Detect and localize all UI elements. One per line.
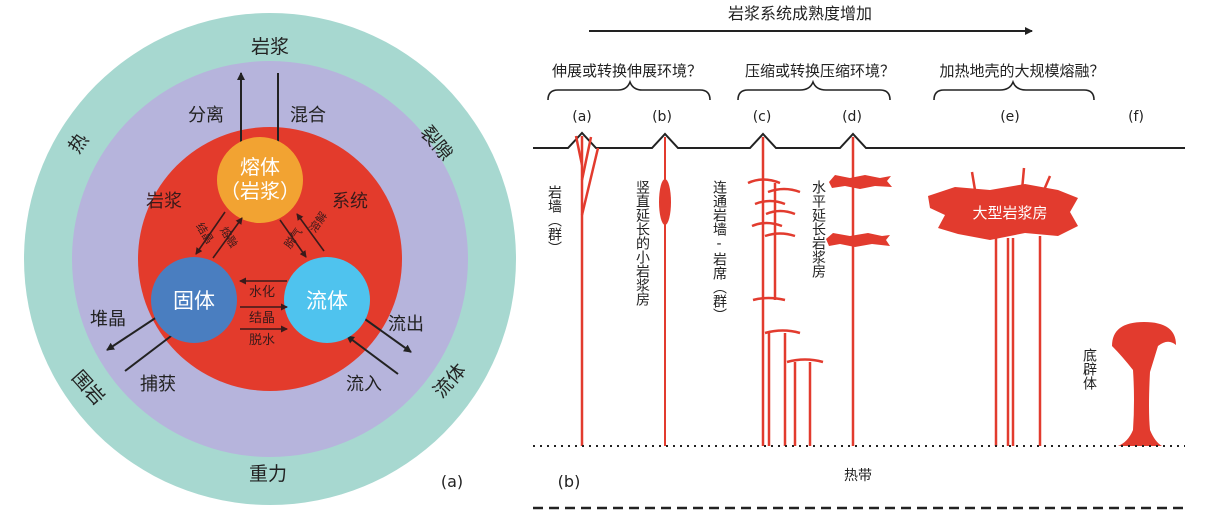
label-capture: 捕获 bbox=[140, 374, 176, 395]
label-flow-out: 流出 bbox=[388, 314, 424, 335]
solid-node-label: 固体 bbox=[173, 289, 215, 313]
arrow-solid-to-melt bbox=[212, 217, 243, 259]
group-label-compression: 压缩或转换压缩环境？ bbox=[745, 62, 895, 80]
brace-compression bbox=[737, 79, 891, 101]
case-label-c: (c) bbox=[753, 109, 772, 125]
brace-extension bbox=[547, 79, 711, 101]
label-crystallize-2: 结晶 bbox=[249, 311, 275, 326]
dyke-swarm bbox=[574, 135, 600, 446]
panel-a: 岩浆 重力 热 裂隙 围岩 流体 分离 混合 堆晶 捕获 流出 流入 岩浆 系统… bbox=[24, 13, 516, 505]
large-chamber-label: 大型岩浆房 bbox=[972, 204, 1047, 222]
arrow-melt-to-solid bbox=[195, 211, 226, 255]
group-label-extension: 伸展或转换伸展环境？ bbox=[552, 62, 702, 80]
label-system-inner: 系统 bbox=[332, 191, 368, 212]
label-dehydration: 脱水 bbox=[249, 333, 275, 348]
diapir bbox=[1112, 322, 1176, 446]
arrow-flow-in bbox=[346, 335, 399, 375]
fluid-node-label: 流体 bbox=[306, 289, 348, 313]
melt-node bbox=[217, 137, 303, 223]
arrow-crystal-accumulate bbox=[106, 314, 161, 351]
case-label-d: (d) bbox=[842, 109, 862, 125]
hot-zone-label: 热带 bbox=[844, 468, 872, 484]
group-label-crustal-melting: 加热地壳的大规模熔融？ bbox=[939, 62, 1104, 80]
label-magma-inner: 岩浆 bbox=[146, 191, 182, 212]
panel-b-label: (b) bbox=[558, 472, 581, 491]
diapir-label: 底辟体 bbox=[1081, 348, 1097, 390]
arrow-melt-to-fluid bbox=[279, 219, 307, 258]
case-label-b: (b) bbox=[652, 109, 672, 125]
dyke-sill-label: 连通岩墙-岩席（群） bbox=[711, 180, 727, 322]
horizontal-chamber-label: 水平延长岩浆房 bbox=[810, 180, 826, 278]
large-chamber-feeders bbox=[970, 167, 1052, 446]
dyke-swarm-label: 岩墙（群） bbox=[546, 185, 562, 255]
outer-label-magma: 岩浆 bbox=[251, 36, 289, 58]
horizontal-chamber-upper bbox=[829, 175, 892, 189]
large-chamber bbox=[928, 184, 1078, 240]
panel-b: 岩浆系统成熟度增加 伸展或转换伸展环境？ 压缩或转换压缩环境？ 加热地壳的大规模… bbox=[533, 4, 1185, 510]
melt-node-label-2: （岩浆） bbox=[220, 179, 300, 203]
label-hydration: 水化 bbox=[249, 285, 275, 300]
arrow-fluid-to-melt bbox=[296, 213, 325, 252]
label-separate: 分离 bbox=[188, 105, 224, 126]
panel-a-label: (a) bbox=[441, 472, 463, 491]
brace-crustal-melting bbox=[933, 79, 1095, 101]
ground-surface bbox=[533, 131, 1185, 149]
maturity-arrow-label: 岩浆系统成熟度增加 bbox=[728, 4, 872, 23]
outer-label-gravity: 重力 bbox=[249, 463, 287, 485]
vertical-chamber-label: 竖直延长的小岩浆房 bbox=[634, 180, 650, 306]
horizontal-chamber-lower bbox=[826, 233, 890, 247]
label-crystal-accumulate: 堆晶 bbox=[90, 309, 126, 330]
fluid-node bbox=[284, 257, 370, 343]
dyke-sill-complex bbox=[747, 137, 824, 446]
melt-node-label-1: 熔体 bbox=[240, 155, 280, 179]
case-label-f: (f) bbox=[1128, 109, 1144, 125]
case-label-a: (a) bbox=[572, 109, 592, 125]
arrow-flow-out bbox=[361, 316, 412, 353]
vertical-chamber bbox=[659, 179, 671, 225]
arrow-capture bbox=[124, 329, 180, 372]
case-label-e: (e) bbox=[1000, 109, 1020, 125]
label-mix: 混合 bbox=[290, 105, 326, 126]
label-flow-in: 流入 bbox=[346, 374, 382, 395]
solid-node bbox=[151, 257, 237, 343]
